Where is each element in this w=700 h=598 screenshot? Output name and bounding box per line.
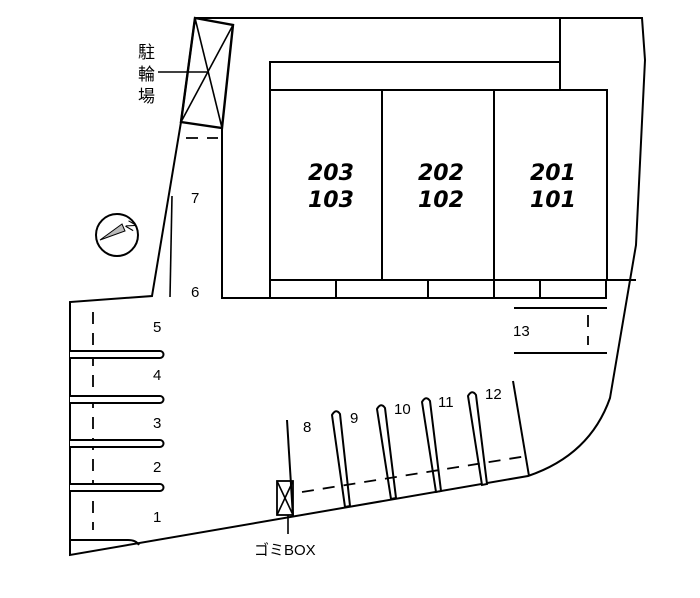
bicycle-parking-label-2: 輪 [138,65,155,85]
parking-space-9: 9 [350,410,358,427]
parking-space-2: 2 [153,459,161,476]
driveway-edge [169,195,173,298]
building [269,18,636,299]
parking-space-12: 12 [485,386,502,403]
parking-space-5: 5 [153,319,161,336]
unit-102: 102 [418,188,464,213]
parking-space-8: 8 [303,419,311,436]
site-boundary [69,17,647,557]
garbage-box-icon [276,480,294,534]
parking-space-6: 6 [191,284,199,301]
bottom-stall-dividers [286,380,530,518]
bicycle-parking-label-1: 駐 [138,43,155,63]
bicycle-parking-label-3: 場 [138,87,155,107]
parking-space-3: 3 [153,415,161,432]
building-outline [221,128,270,299]
parking-space-11: 11 [438,394,454,411]
unit-103: 103 [308,188,354,213]
parking-space-1: 1 [153,509,161,526]
bicycle-parking-area [179,16,235,139]
unit-101: 101 [530,188,576,213]
parking-space-13-area [514,307,607,354]
left-stall-dividers [70,350,165,546]
parking-space-10: 10 [394,401,411,418]
unit-202: 202 [418,161,464,186]
parking-space-13: 13 [513,323,530,340]
parking-space-7: 7 [191,190,199,207]
unit-201: 201 [530,161,576,186]
parking-space-4: 4 [153,367,161,384]
north-arrow-icon: N [95,213,140,257]
garbage-box-label: ゴミBOX [254,541,316,559]
unit-203: 203 [308,161,354,186]
